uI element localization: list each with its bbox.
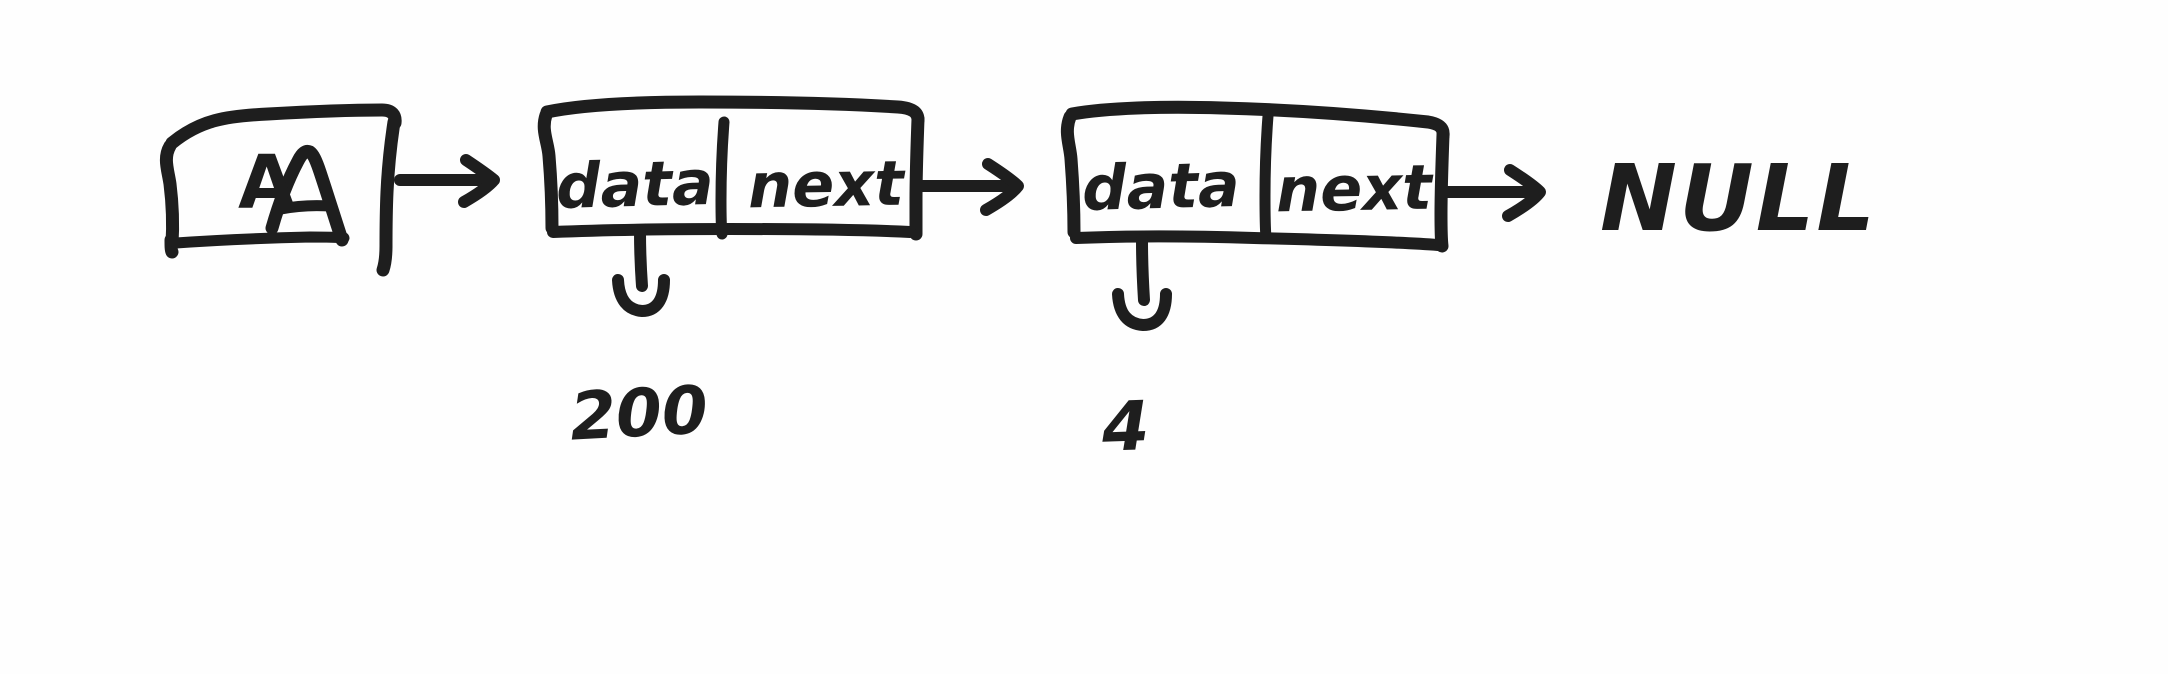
node-1-value-connector [612,226,670,317]
arrow-node1-to-node2 [912,158,1024,216]
arrow-pointer-to-node1 [394,154,500,208]
node-2-box [1060,100,1450,253]
node-2-value-connector [1112,234,1172,331]
pointer-box-A [159,103,402,277]
arrow-node2-to-null [1437,164,1546,222]
pointer-value-A-glyph [265,144,349,247]
node-1-box [537,95,925,241]
